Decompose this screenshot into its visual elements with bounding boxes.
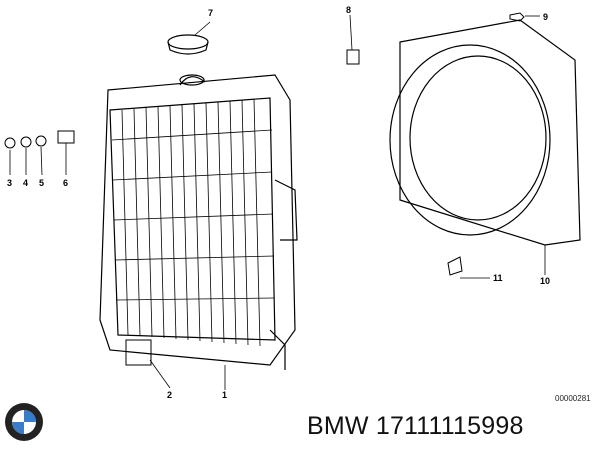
callout-1: 1 <box>222 390 227 400</box>
cap <box>167 34 209 55</box>
callout-4: 4 <box>23 178 28 188</box>
fan-shroud <box>389 19 581 246</box>
callout-8: 8 <box>346 5 351 15</box>
callout-11: 11 <box>493 273 503 283</box>
callout-6: 6 <box>63 178 68 188</box>
reference-code: 00000281 <box>555 394 591 403</box>
callout-5: 5 <box>39 178 44 188</box>
leader-lines <box>9 14 546 390</box>
small-parts <box>4 12 525 366</box>
callout-9: 9 <box>543 12 548 22</box>
callout-labels: 1 2 3 4 5 6 7 8 9 10 11 <box>7 5 550 400</box>
callout-10: 10 <box>540 276 550 286</box>
radiator <box>99 74 298 370</box>
callout-7: 7 <box>208 8 213 18</box>
callout-2: 2 <box>167 390 172 400</box>
part-title: BMW 17111115998 <box>307 412 524 440</box>
bmw-logo-icon <box>5 403 43 441</box>
callout-3: 3 <box>7 178 12 188</box>
